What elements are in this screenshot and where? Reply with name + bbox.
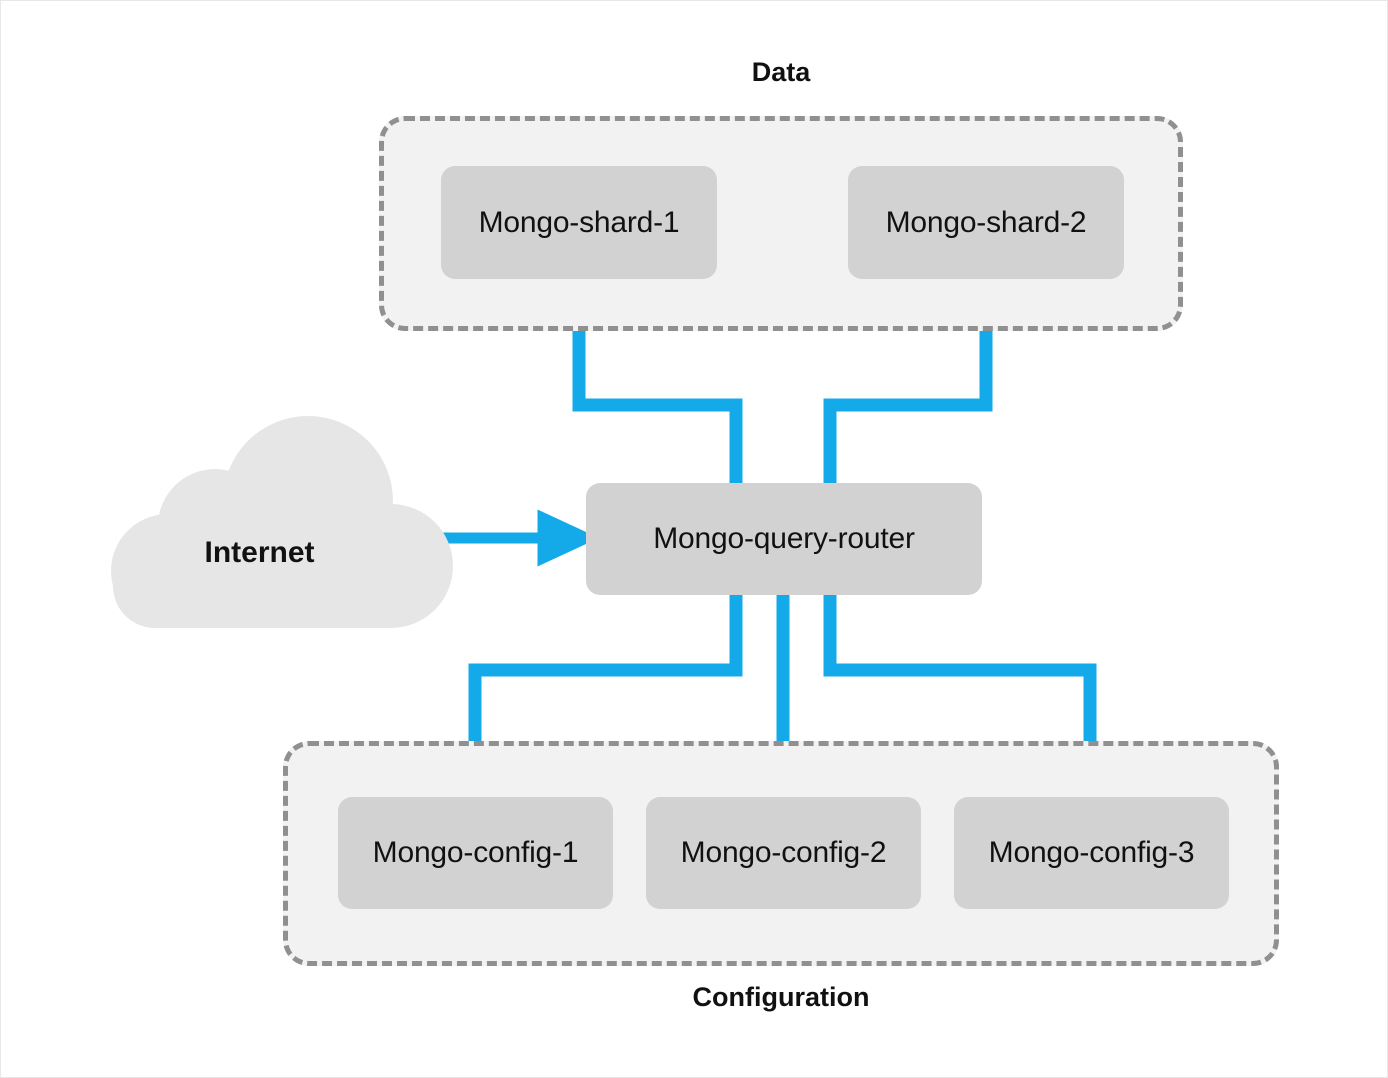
- node-label: Internet: [204, 536, 315, 569]
- node-mongo-config-1[interactable]: Mongo-config-1: [338, 797, 613, 909]
- node-label: Mongo-config-3: [988, 836, 1195, 869]
- node-label: Mongo-config-2: [680, 836, 887, 869]
- node-internet-cloud[interactable]: Internet: [111, 416, 456, 631]
- group-caption-data: Data: [751, 57, 811, 87]
- node-mongo-config-2[interactable]: Mongo-config-2: [646, 797, 921, 909]
- node-mongo-shard-1[interactable]: Mongo-shard-1: [441, 166, 717, 279]
- node-label: Mongo-query-router: [653, 522, 915, 555]
- node-label: Mongo-shard-2: [885, 205, 1087, 239]
- node-mongo-config-3[interactable]: Mongo-config-3: [954, 797, 1229, 909]
- node-label: Mongo-config-1: [372, 836, 579, 869]
- group-caption-configuration: Configuration: [692, 982, 870, 1012]
- node-mongo-shard-2[interactable]: Mongo-shard-2: [848, 166, 1124, 279]
- node-mongo-query-router[interactable]: Mongo-query-router: [586, 483, 982, 595]
- cloud-icon: [111, 416, 453, 628]
- node-label: Mongo-shard-1: [478, 205, 680, 239]
